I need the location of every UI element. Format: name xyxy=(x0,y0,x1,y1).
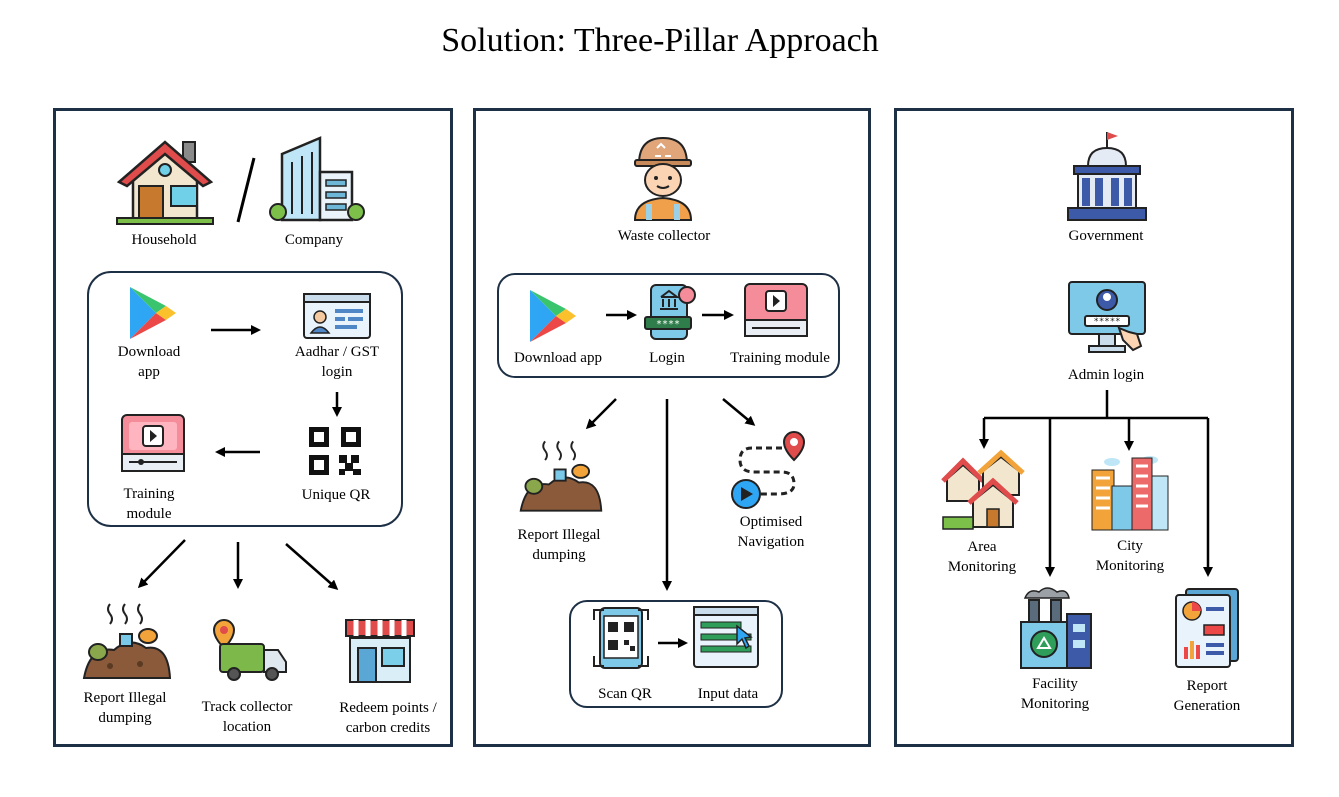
city-buildings-icon xyxy=(1091,456,1169,531)
waste-collector-label: Waste collector xyxy=(617,228,711,244)
play-store-icon xyxy=(130,287,176,339)
download-app-label: Download app xyxy=(514,350,602,366)
waste-collector-avatar-icon xyxy=(633,136,693,221)
collector-app-flow-box xyxy=(497,273,840,378)
id-card-icon xyxy=(303,293,371,339)
phone-login-icon: **** xyxy=(644,284,696,340)
play-store-icon xyxy=(530,290,576,342)
company-label: Company xyxy=(284,232,344,248)
houses-area-icon xyxy=(941,449,1025,530)
svg-text:*****: ***** xyxy=(1093,317,1120,327)
factory-recycle-icon xyxy=(1020,587,1092,669)
qr-code-icon xyxy=(309,427,361,475)
phone-scan-qr-icon xyxy=(593,607,649,669)
shop-store-icon xyxy=(345,619,415,683)
government-building-icon xyxy=(1067,132,1147,221)
citizen-app-flow-box xyxy=(87,271,403,527)
video-player-icon xyxy=(121,414,185,472)
report-document-icon xyxy=(1175,588,1239,668)
scan-qr-label: Scan QR xyxy=(598,686,652,702)
household-label: Household xyxy=(131,232,197,248)
illegal-dumping-icon xyxy=(519,440,603,512)
login-label: Login xyxy=(649,350,685,366)
illegal-dumping-icon xyxy=(82,603,172,679)
slash-divider xyxy=(236,157,256,223)
house-icon xyxy=(116,140,214,225)
page-title: Solution: Three-Pillar Approach xyxy=(441,22,879,59)
input-data-label: Input data xyxy=(697,686,759,702)
video-player-icon xyxy=(744,283,808,337)
admin-monitor-icon: ***** xyxy=(1068,281,1146,353)
scan-input-flow-box xyxy=(569,600,783,708)
government-label: Government xyxy=(1068,228,1144,244)
training-module-label: Training module xyxy=(730,350,830,366)
unique-qr-label: Unique QR xyxy=(301,487,371,503)
company-building-icon xyxy=(269,136,365,222)
redeem-points-label: Redeem points /carbon credits xyxy=(339,700,437,736)
route-navigation-icon xyxy=(731,430,806,509)
admin-login-label: Admin login xyxy=(1067,367,1145,383)
input-form-icon xyxy=(693,606,759,668)
truck-location-icon xyxy=(212,618,287,681)
svg-text:****: **** xyxy=(656,319,680,330)
